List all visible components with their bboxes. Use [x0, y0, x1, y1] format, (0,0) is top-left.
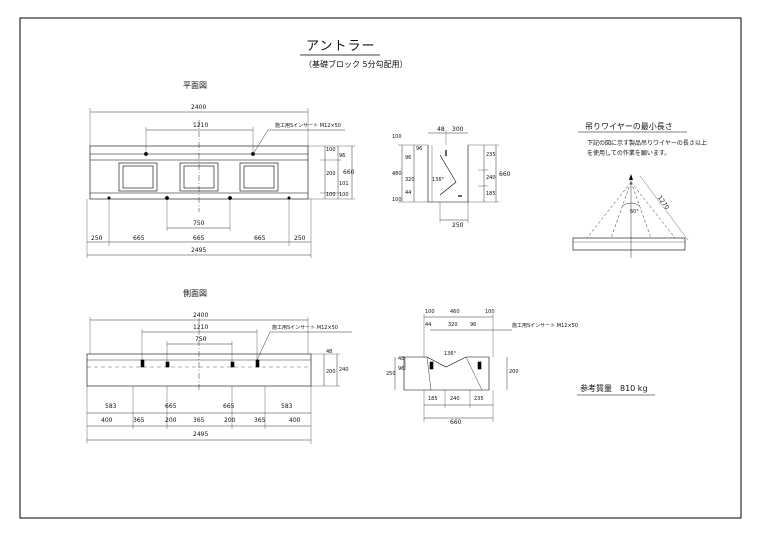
side-dim-r3: 240 — [339, 367, 349, 373]
plan-dim-2400: 2400 — [191, 104, 207, 111]
sect-top-dim-l5: 320 — [405, 177, 415, 183]
drawing-subtitle: （基礎ブロック 5分勾配用） — [304, 60, 408, 69]
side-dim-b1-3: 665 — [223, 403, 235, 410]
sect-bot-dim-t2: 460 — [450, 309, 460, 315]
plan-dim-b2: 665 — [133, 235, 145, 242]
side-view — [86, 317, 352, 444]
side-dim-b2-5: 200 — [224, 417, 236, 424]
plan-insert-note: 施工用Sインサート M12×50 — [275, 123, 341, 129]
side-dim-b2-3: 200 — [165, 417, 177, 424]
sect-top-dim-48: 48 — [437, 126, 445, 133]
wire-diagram — [572, 131, 689, 258]
sect-top-dim-l7: 96 — [416, 146, 423, 152]
side-insert-note: 施工用Sインサート M12×50 — [272, 325, 338, 331]
side-dim-r2: 200 — [326, 369, 336, 375]
sect-bot-dim-l1: 48 — [398, 356, 405, 362]
side-dim-b2-2: 365 — [133, 417, 145, 424]
plan-view — [86, 108, 355, 258]
sect-bot-dim-t6: 96 — [470, 322, 477, 328]
sect-top-dim-250: 250 — [452, 222, 464, 229]
sect-bot-dim-b2: 240 — [450, 396, 460, 402]
sect-top-dim-l3: 100 — [392, 197, 402, 203]
sect-top-dim-r1: 235 — [486, 152, 496, 158]
wire-heading: 吊りワイヤーの最小長さ — [585, 122, 673, 131]
sect-top-dim-l6: 44 — [405, 190, 412, 196]
wire-note: 下記の図に示す製品吊りワイヤーの長さ以上を使用しての作業を願います。 — [587, 140, 707, 157]
plan-dim-r5: 101 — [339, 181, 349, 187]
plan-dim-r1: 100 — [326, 147, 336, 153]
sect-bot-dim-t3: 100 — [485, 309, 495, 315]
sect-top-dim-r-total: 660 — [499, 171, 511, 178]
side-dim-1210: 1210 — [193, 324, 209, 331]
side-view-label: 側面図 — [183, 289, 207, 298]
side-dim-total: 2495 — [193, 431, 209, 438]
plan-dim-1210: 1210 — [193, 122, 209, 129]
side-dim-r1: 48 — [326, 349, 333, 355]
sect-bot-dim-t5: 320 — [448, 322, 458, 328]
plan-dim-b4: 665 — [254, 235, 266, 242]
sect-bot-dim-t1: 100 — [425, 309, 435, 315]
sect-bot-dim-b3: 235 — [474, 396, 484, 402]
sect-bot-dim-b1: 185 — [428, 396, 438, 402]
plan-dim-b1: 250 — [91, 235, 103, 242]
side-dim-b2-7: 400 — [289, 417, 301, 424]
sheet-border — [19, 17, 742, 519]
sect-top-dim-l4: 96 — [405, 155, 412, 161]
section-view-bottom — [394, 314, 512, 422]
side-dim-b2-1: 400 — [101, 417, 113, 424]
side-dim-b1-1: 583 — [105, 403, 117, 410]
plan-dim-r3: 100 — [326, 192, 336, 198]
plan-dim-r2: 200 — [326, 171, 336, 177]
drawing-title: アントラー — [306, 39, 376, 54]
plan-dim-r-total: 660 — [343, 169, 355, 176]
side-dim-b2-6: 365 — [254, 417, 266, 424]
sect-bot-dim-r: 200 — [509, 369, 519, 375]
plan-dim-b3: 665 — [193, 235, 205, 242]
side-dim-2400: 2400 — [193, 312, 209, 319]
sect-bot-insert-note: 施工用Sインサート M12×50 — [512, 323, 578, 329]
plan-dim-b5: 250 — [294, 235, 306, 242]
reference-mass: 参考質量 810 kg — [580, 384, 648, 393]
sect-top-angle: 136° — [432, 177, 445, 183]
section-view-top — [398, 130, 499, 223]
sect-bot-dim-l-total: 250 — [386, 371, 396, 377]
plan-dim-r4: 96 — [339, 153, 346, 159]
side-dim-750: 750 — [195, 336, 207, 343]
sect-top-dim-r2: 240 — [486, 175, 496, 181]
side-dim-b1-4: 583 — [281, 403, 293, 410]
plan-dim-750: 750 — [193, 220, 205, 227]
plan-dim-r6: 100 — [339, 192, 349, 198]
side-dim-b2-4: 365 — [193, 417, 205, 424]
sect-top-dim-l1: 100 — [392, 134, 402, 140]
plan-dim-total: 2495 — [191, 247, 207, 254]
sect-bot-angle: 136° — [444, 351, 457, 357]
sect-top-dim-l2: 480 — [392, 171, 402, 177]
sect-top-dim-300: 300 — [452, 126, 464, 133]
sect-bot-dim-t4: 44 — [425, 322, 432, 328]
sect-top-dim-r3: 185 — [486, 191, 496, 197]
sect-bot-dim-total: 660 — [450, 419, 462, 426]
plan-view-label: 平面図 — [183, 81, 207, 90]
side-dim-b1-2: 665 — [165, 403, 177, 410]
wire-angle: 60° — [630, 209, 639, 215]
sect-bot-dim-l2: 96 — [398, 366, 405, 372]
